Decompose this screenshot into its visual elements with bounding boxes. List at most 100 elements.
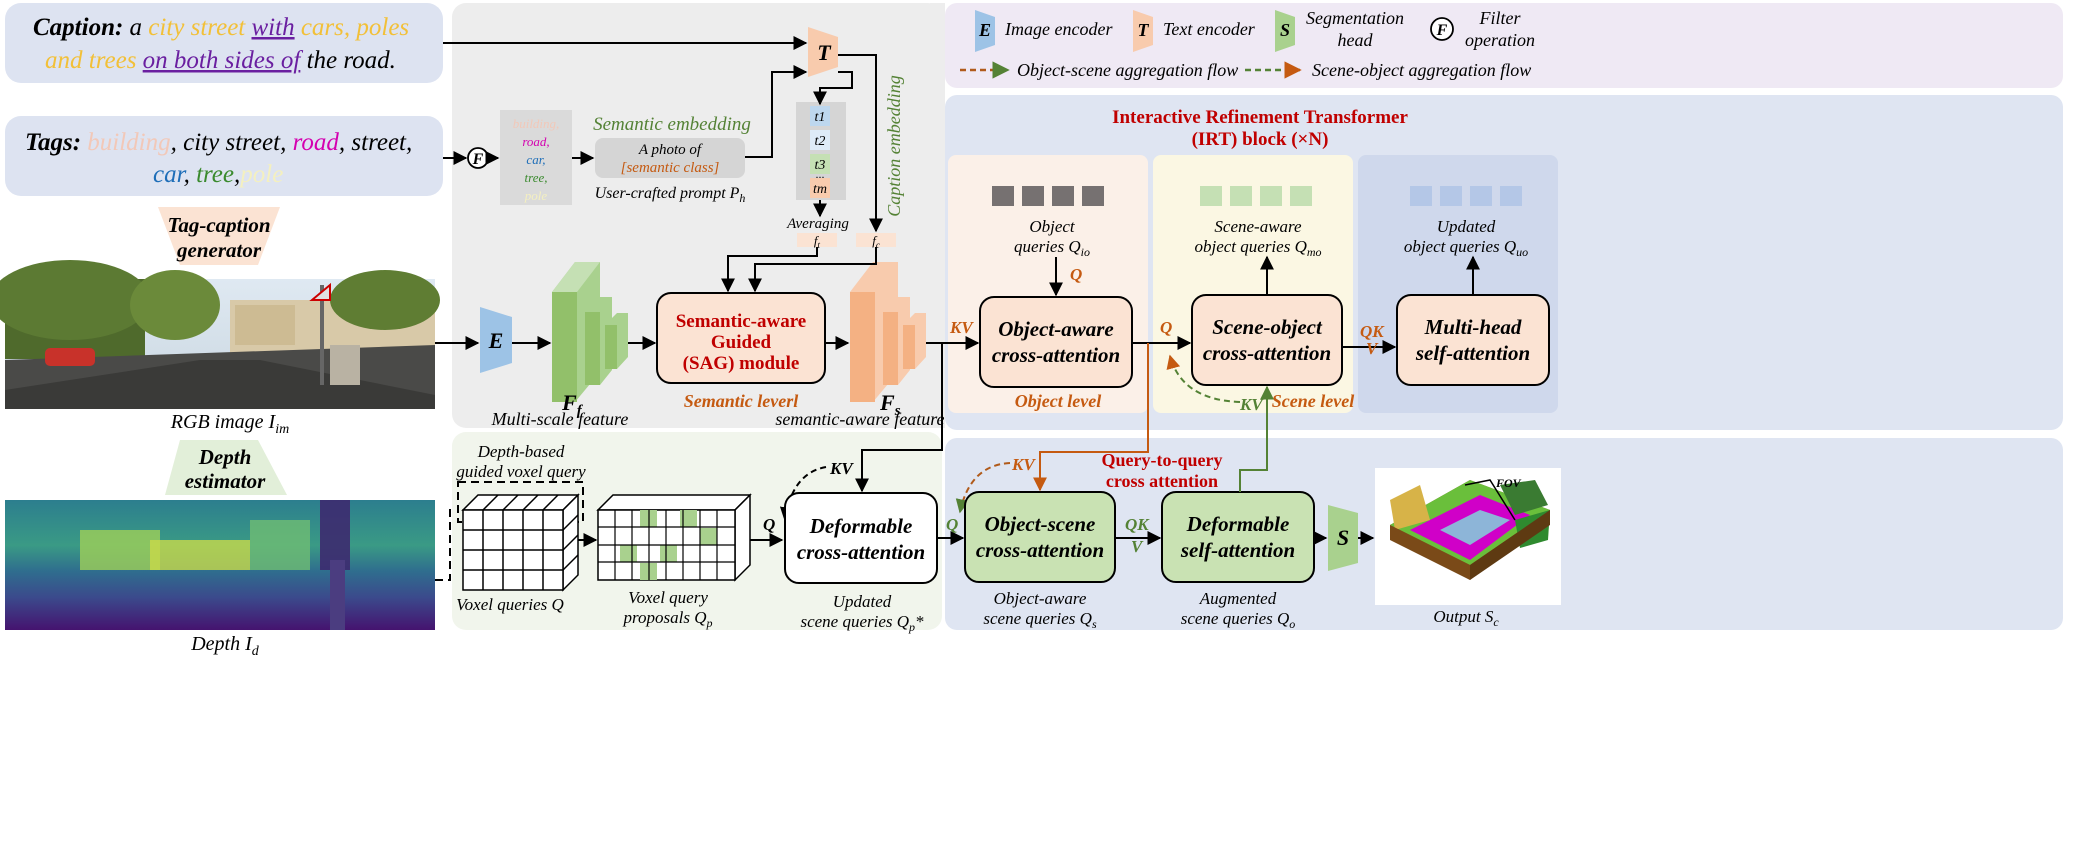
voxel-grid: [461, 493, 580, 592]
tags-line2: car, tree,pole: [153, 161, 283, 188]
ff-label: Ff: [561, 390, 584, 419]
object-aware-line2: cross-attention: [992, 343, 1120, 367]
os-line1: Object-scene: [985, 512, 1096, 536]
scene-object-cross-attention-box: [1191, 294, 1343, 386]
caption-line1: Caption: a city street with cars, poles: [33, 14, 409, 41]
legend-text-encoder-text: Text encoder: [1163, 19, 1256, 39]
scene-kv-dashed-arrow: [1166, 354, 1241, 403]
output-label: Output Sc: [1433, 607, 1499, 629]
legend-seg-head-line2: head: [1338, 30, 1374, 50]
token-t3: t3: [815, 158, 826, 173]
legend-flow2-text: Scene-object aggregation flow: [1312, 60, 1531, 80]
sag-line2: Guided: [711, 332, 772, 353]
legend-text-encoder-icon: [1133, 10, 1153, 52]
oa-scene-line1: Object-aware: [994, 589, 1087, 608]
ft-label: ft: [814, 233, 821, 250]
upper-gray-panel-ext: [930, 3, 945, 428]
caption-seg-5: cars, poles: [301, 14, 409, 41]
legend-filter-symbol: F: [1436, 22, 1448, 39]
tags-seg2-1: ,: [184, 161, 197, 188]
fs-to-deform-arrow: [855, 343, 943, 493]
rgb-image-label: RGB image Iim: [170, 411, 289, 437]
updated-queries-squares: [1410, 186, 1522, 206]
fs-label: Fs: [879, 390, 901, 419]
tag-list-item: building,: [513, 116, 560, 131]
multi-head-self-attention-box: [1396, 294, 1550, 386]
text-encoder-T: [808, 27, 838, 77]
ft-to-sag-arrow: [721, 247, 818, 293]
fov-label: FOV: [1495, 476, 1522, 490]
T-to-fc-arrow: [838, 54, 883, 233]
tag-list-item: pole: [524, 188, 548, 203]
legend-seg-head-symbol: S: [1280, 20, 1290, 40]
multi-head-line2: self-attention: [1415, 341, 1530, 365]
tag-list-item: car,: [526, 152, 545, 167]
scene-aware-line1: Scene-aware: [1214, 217, 1302, 236]
tags-seg-1: , city street,: [171, 129, 293, 156]
scene-aware-queries-squares: [1200, 186, 1312, 206]
deform-kv-label: KV: [829, 459, 854, 478]
ds-line1: Deformable: [1186, 512, 1290, 536]
tags-label: Tags:: [25, 129, 81, 156]
caption-seg-0: a: [130, 14, 149, 41]
token-t1: t1: [815, 110, 826, 125]
tag-caption-generator-line1: Tag-caption: [167, 213, 270, 237]
q2q-line1: Query-to-query: [1102, 450, 1223, 470]
depth-voxel-line1: Depth-based: [477, 442, 565, 461]
legend-filter-line1: Filter: [1479, 8, 1522, 28]
prompt-caption: User-crafted prompt Ph: [595, 185, 746, 205]
fs-feature-stack: [850, 262, 926, 402]
caption-seg-1: city street: [148, 14, 246, 41]
image-encoder-E: [480, 307, 512, 373]
multi-head-line1: Multi-head: [1424, 315, 1522, 339]
irt-title-line1: Interactive Refinement Transformer: [1112, 107, 1408, 128]
depth-estimator-line2: estimator: [185, 469, 266, 493]
text-encoder-T-label: T: [817, 40, 832, 65]
proposals-line2: proposals Qp: [623, 608, 713, 630]
depth-voxel-label-bg: [456, 440, 591, 480]
caption-box: [5, 3, 443, 83]
token-tm: tm: [813, 182, 827, 197]
fc-box: [856, 233, 896, 247]
caption-seg2-2: on both sides of: [143, 47, 304, 74]
token-t1-box: [810, 106, 830, 126]
fc-label: fc: [872, 233, 880, 250]
voxel-queries-label: Voxel queries Q: [456, 595, 564, 614]
object-queries-line1: Object: [1029, 217, 1076, 236]
scene-object-line1: Scene-object: [1212, 315, 1323, 339]
legend-seg-head-line1: Segmentation: [1306, 8, 1404, 28]
tag-caption-generator-shape: [158, 207, 280, 265]
deformable-cross-attention-box: [784, 492, 938, 584]
updated-scene-line2: scene queries Qp*: [800, 612, 924, 634]
sag-level-label: Semantic leverl: [684, 391, 798, 411]
prompt-box: [595, 138, 745, 178]
depth-estimator-line1: Depth: [198, 445, 252, 469]
scene-level-label: Scene level: [1272, 391, 1354, 411]
depth-image: [5, 500, 435, 630]
caption-embedding-label: Caption embedding: [884, 75, 904, 217]
scene-aware-line2: object queries Qmo: [1194, 237, 1321, 259]
scene-object-line2: cross-attention: [1203, 341, 1331, 365]
legend-flow1-text: Object-scene aggregation flow: [1017, 60, 1238, 80]
rgb-image: [0, 260, 440, 409]
mh-v-label: V: [1366, 339, 1379, 358]
tag-list-item: road,: [522, 134, 549, 149]
tags-seg-3: , street,: [339, 129, 412, 156]
sag-line3: (SAG) module: [683, 353, 800, 374]
token-tm-box: [810, 178, 830, 198]
tags-seg2-4: pole: [238, 161, 283, 188]
ff-feature-stack: [552, 262, 628, 402]
ds-to-so-green-arrow: [1239, 385, 1274, 492]
legend-panel: [945, 3, 2063, 88]
tag-caption-generator-line2: generator: [176, 238, 262, 262]
legend-text-encoder-symbol: T: [1138, 20, 1150, 40]
object-scene-cross-attention-box: [964, 491, 1116, 583]
seg-head-S-label: S: [1337, 525, 1349, 550]
updated-scene-line1: Updated: [833, 592, 892, 611]
so-kv-label: KV: [1239, 395, 1264, 414]
token-t2-box: [810, 130, 830, 150]
oa-to-os-brown-arrow: [1033, 343, 1149, 492]
ds-line2: self-attention: [1180, 538, 1295, 562]
sag-line1: Semantic-aware: [676, 311, 807, 332]
